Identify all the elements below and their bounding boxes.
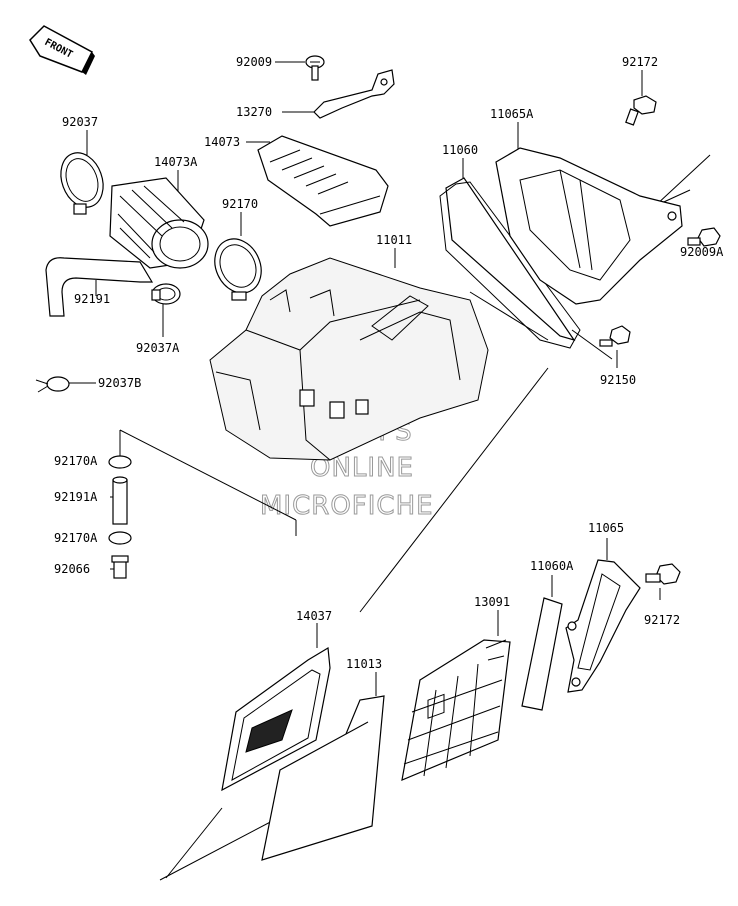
front-arrow-icon: FRONT bbox=[29, 25, 95, 75]
label-92037B: 92037B bbox=[98, 376, 141, 390]
label-92191A: 92191A bbox=[54, 490, 98, 504]
clip-92170A-1-icon bbox=[108, 455, 132, 469]
label-13270: 13270 bbox=[236, 105, 272, 119]
bracket-13270-icon bbox=[313, 69, 395, 119]
clip-92037B-icon bbox=[35, 376, 70, 393]
label-11065: 11065 bbox=[588, 521, 624, 535]
holder-11065-icon bbox=[565, 559, 641, 693]
label-92191: 92191 bbox=[74, 292, 110, 306]
tube-92191A-icon bbox=[112, 476, 128, 525]
label-13091: 13091 bbox=[474, 595, 510, 609]
label-92170A-1: 92170A bbox=[54, 454, 98, 468]
clip-92170A-2-icon bbox=[108, 531, 132, 545]
label-92037: 92037 bbox=[62, 115, 98, 129]
watermark-line-3: MICROFICHE bbox=[260, 491, 434, 521]
label-92066: 92066 bbox=[54, 562, 90, 576]
label-92037A: 92037A bbox=[136, 341, 180, 355]
clamp-92037A-icon bbox=[151, 283, 181, 305]
label-92170A-2: 92170A bbox=[54, 531, 98, 545]
label-92172-top: 92172 bbox=[622, 55, 658, 69]
screen-13091-icon bbox=[401, 639, 511, 781]
bolt-92172-top-icon bbox=[625, 95, 657, 126]
part-labels: 92009 13270 92172 92037 14073 11065A 140… bbox=[54, 55, 724, 671]
label-11011: 11011 bbox=[376, 233, 412, 247]
label-11065A: 11065A bbox=[490, 107, 534, 121]
label-92009: 92009 bbox=[236, 55, 272, 69]
cover-11065A-icon bbox=[495, 147, 683, 305]
hose-92191-icon bbox=[45, 257, 154, 317]
bolt-92009A-icon bbox=[687, 227, 721, 247]
screw-92009-icon bbox=[305, 55, 325, 81]
frame-14037-icon bbox=[221, 646, 331, 792]
plug-92066-icon bbox=[111, 555, 129, 579]
label-14073: 14073 bbox=[204, 135, 240, 149]
leader-lines bbox=[66, 61, 711, 881]
funnel-14073A-icon bbox=[109, 177, 209, 269]
intake-duct-14073-icon bbox=[257, 135, 389, 227]
label-11060A: 11060A bbox=[530, 559, 574, 573]
clamp-92170-icon bbox=[214, 238, 262, 301]
label-92150: 92150 bbox=[600, 373, 636, 387]
gasket-11060A-icon bbox=[521, 597, 563, 711]
bolt-92150-icon bbox=[599, 325, 631, 347]
label-92009A: 92009A bbox=[680, 245, 724, 259]
label-11013: 11013 bbox=[346, 657, 382, 671]
element-11013-icon bbox=[261, 695, 385, 861]
label-11060: 11060 bbox=[442, 143, 478, 157]
bolt-92172-bottom-icon bbox=[645, 563, 681, 585]
label-14073A: 14073A bbox=[154, 155, 198, 169]
label-92172-bottom: 92172 bbox=[644, 613, 680, 627]
label-14037: 14037 bbox=[296, 609, 332, 623]
air-cleaner-case-11011-icon bbox=[209, 257, 489, 461]
label-92170: 92170 bbox=[222, 197, 258, 211]
gasket-11060-icon bbox=[439, 177, 581, 349]
clamp-92037-icon bbox=[60, 152, 104, 215]
